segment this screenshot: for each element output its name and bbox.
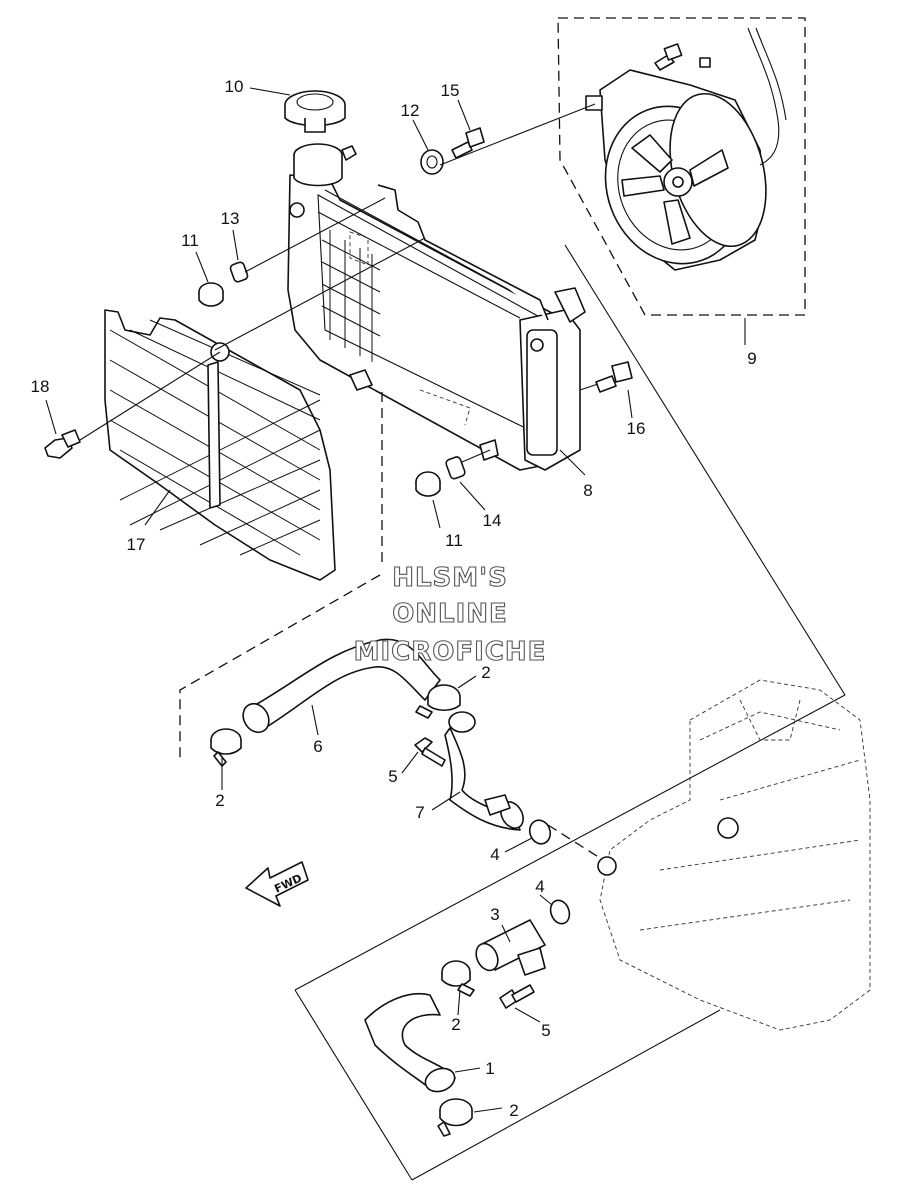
bolt-5-lower[interactable] <box>499 984 535 1009</box>
bolt-16[interactable] <box>595 361 633 393</box>
forward-direction-arrow: FWD <box>245 861 309 907</box>
callout-11-a: 11 <box>181 231 199 250</box>
leader-2-c <box>457 989 461 1016</box>
radiator[interactable] <box>287 174 586 471</box>
collar-13[interactable] <box>229 261 249 283</box>
callout-2-b: 2 <box>215 791 224 810</box>
leader-4-lower <box>539 894 553 906</box>
watermark-line-2: ONLINE <box>392 599 508 629</box>
leader-11-lower <box>432 499 441 529</box>
engine-outline <box>597 679 871 1031</box>
fan-group-dashed-box <box>557 17 806 316</box>
callout-2-c: 2 <box>451 1015 460 1034</box>
callout-14: 14 <box>483 511 502 530</box>
water-pipe-7[interactable] <box>444 711 528 832</box>
radiator-cap[interactable] <box>284 90 346 133</box>
rivet-18[interactable] <box>44 429 81 459</box>
leader-13 <box>232 229 239 261</box>
radiator-hose-6[interactable] <box>238 638 441 737</box>
radiator-fan-assembly[interactable] <box>584 27 787 283</box>
watermark-line-3: MICROFICHE <box>354 637 547 667</box>
callout-3: 3 <box>490 905 499 924</box>
hose-clamp-2-d[interactable] <box>437 1098 473 1137</box>
callout-1: 1 <box>485 1059 494 1078</box>
leader-18 <box>45 399 57 435</box>
callout-4-b: 4 <box>535 877 544 896</box>
leader-2-a <box>457 675 477 689</box>
watermark: HLSM'S ONLINE MICROFICHE <box>353 562 547 667</box>
callout-15: 15 <box>441 81 460 100</box>
leader-5-lower <box>514 1007 541 1023</box>
o-ring-4-lower[interactable] <box>547 898 572 927</box>
collar-14[interactable] <box>445 456 466 480</box>
fan-bolt[interactable] <box>654 43 683 71</box>
radiator-hose-1[interactable] <box>364 993 458 1096</box>
ref-line-18 <box>79 351 221 441</box>
leader-11-upper <box>195 251 209 283</box>
leader-7 <box>431 791 461 811</box>
bolt-5-upper[interactable] <box>414 737 446 767</box>
callout-2-d: 2 <box>509 1101 518 1120</box>
hose-clamp-2-a[interactable] <box>415 684 461 719</box>
leader-16 <box>627 389 633 419</box>
radiator-guard[interactable] <box>104 309 336 581</box>
callout-12: 12 <box>401 101 420 120</box>
radiator-leader-8 <box>559 449 586 476</box>
callout-9: 9 <box>747 349 756 368</box>
callout-11-b: 11 <box>445 531 463 550</box>
leader-1 <box>454 1067 481 1073</box>
callout-5-b: 5 <box>541 1021 550 1040</box>
cap-leader-10 <box>249 87 291 96</box>
callout-7: 7 <box>415 803 424 822</box>
bolt-15[interactable] <box>451 127 485 159</box>
callout-6: 6 <box>313 737 322 756</box>
callout-4-a: 4 <box>490 845 499 864</box>
callout-8: 8 <box>583 481 592 500</box>
grommet-11-lower[interactable] <box>415 471 441 497</box>
collar-12[interactable] <box>420 149 444 175</box>
callout-16: 16 <box>627 419 646 438</box>
hose-clamp-2-b[interactable] <box>210 728 242 767</box>
callout-17: 17 <box>127 535 146 554</box>
o-ring-4-upper[interactable] <box>526 817 553 846</box>
hose-clamp-2-c[interactable] <box>441 960 475 997</box>
leader-15 <box>457 99 471 131</box>
callout-18: 18 <box>31 377 50 396</box>
leader-17 <box>144 489 171 526</box>
water-pipe-3[interactable] <box>472 919 546 976</box>
leader-3 <box>501 924 511 943</box>
leader-2-d <box>473 1107 503 1113</box>
grommet-11-upper[interactable] <box>198 282 224 307</box>
callout-10: 10 <box>225 77 244 96</box>
callout-2-a: 2 <box>481 663 490 682</box>
leader-14 <box>459 481 486 511</box>
leader-4-upper <box>504 837 533 853</box>
callout-labels: 1 2 2 2 2 3 4 4 5 5 6 7 8 9 10 11 11 12 … <box>31 77 757 1120</box>
leader-6 <box>311 704 319 736</box>
leader-12 <box>412 119 429 151</box>
filler-neck <box>293 143 357 187</box>
callout-5-a: 5 <box>388 767 397 786</box>
watermark-line-1: HLSM'S <box>392 563 508 593</box>
callout-13: 13 <box>221 209 240 228</box>
leader-5-upper <box>401 751 419 774</box>
reference-lines <box>179 103 846 1181</box>
